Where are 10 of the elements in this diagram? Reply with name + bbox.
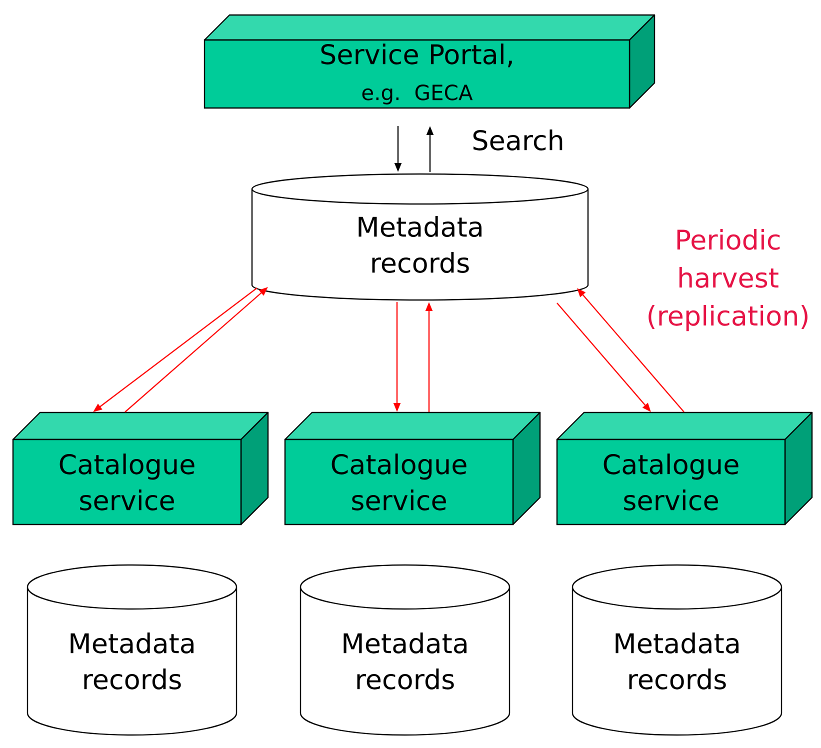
catalogue-service-box: Catalogue service xyxy=(556,412,813,526)
database-cylinder: Metadata records xyxy=(26,564,238,736)
database-cylinder: Metadata records xyxy=(300,564,510,736)
annotation: Periodic harvest (replication) xyxy=(648,228,808,332)
database-cylinder: Metadata records xyxy=(572,564,782,736)
database-cylinder: Metadata records xyxy=(251,173,589,301)
catalogue-service-box: Catalogue service xyxy=(12,412,269,526)
edge-label: Search xyxy=(470,128,566,152)
service-portal-box: Service Portal, e.g. GECA xyxy=(204,14,656,109)
catalogue-service-box: Catalogue service xyxy=(284,412,541,526)
